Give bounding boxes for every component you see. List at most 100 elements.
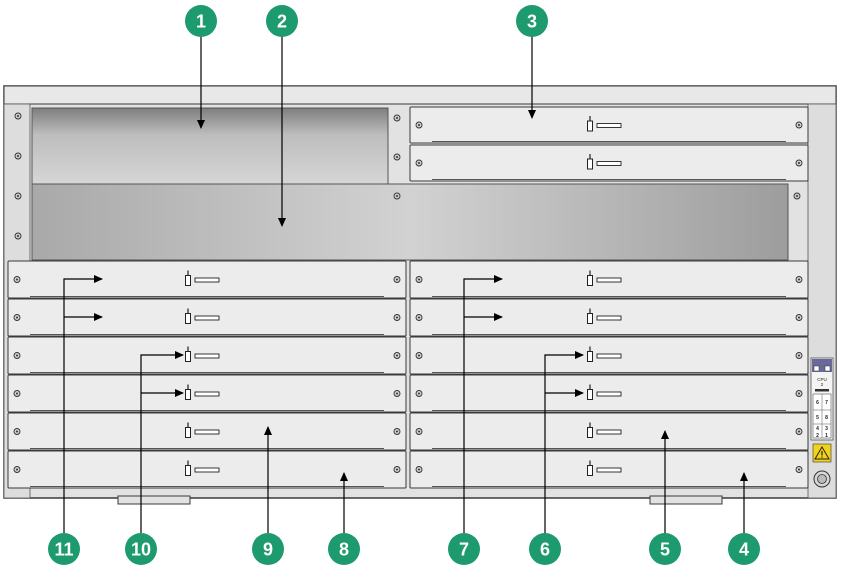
screw-center bbox=[418, 316, 420, 319]
card-slot bbox=[7, 298, 407, 337]
card-slot bbox=[409, 450, 809, 489]
callout-number: 11 bbox=[54, 540, 73, 560]
callout-bottom-11: 11 bbox=[48, 533, 80, 565]
latch-icon bbox=[587, 270, 622, 286]
latch-icon bbox=[587, 422, 622, 438]
screw-center bbox=[396, 195, 398, 197]
card-slot bbox=[7, 336, 407, 375]
screw-center bbox=[418, 162, 420, 164]
screw-center bbox=[798, 392, 800, 395]
screw-center bbox=[798, 468, 800, 471]
panel-slot-label: 2 bbox=[816, 433, 819, 439]
callout-circle bbox=[48, 533, 80, 565]
screw-center bbox=[418, 430, 420, 433]
latch-body bbox=[587, 427, 593, 438]
latch-body bbox=[587, 465, 593, 476]
screw-center bbox=[798, 278, 800, 281]
screw-center bbox=[798, 124, 800, 126]
latch-icon bbox=[185, 384, 220, 400]
panel-slot-label: 6 bbox=[816, 400, 819, 406]
label-slot bbox=[596, 429, 622, 435]
callout-circle bbox=[728, 533, 760, 565]
screw-center bbox=[16, 316, 18, 319]
callout-bottom-5: 5 bbox=[649, 533, 681, 565]
card-slot bbox=[7, 260, 407, 299]
card-slot bbox=[7, 374, 407, 413]
panel-slot-label: 1 bbox=[825, 433, 828, 439]
callout-circle bbox=[516, 5, 548, 37]
callout-number: 4 bbox=[739, 540, 749, 560]
label-slot bbox=[596, 315, 622, 321]
label-slot bbox=[596, 161, 622, 166]
label-slot bbox=[596, 467, 622, 473]
screw-center bbox=[396, 354, 398, 357]
callout-number: 1 bbox=[196, 12, 206, 32]
latch-body bbox=[587, 389, 593, 400]
callout-number: 7 bbox=[459, 540, 469, 560]
screw-center bbox=[396, 156, 398, 158]
callouts: 1 2 3 11 10 9 8 7 6 5 4 bbox=[48, 5, 760, 565]
label-slot bbox=[596, 353, 622, 359]
callout-bottom-6: 6 bbox=[529, 533, 561, 565]
label-slot bbox=[596, 123, 622, 128]
chassis-top-rail bbox=[3, 85, 837, 105]
screw-center bbox=[418, 392, 420, 395]
card-slot bbox=[409, 412, 809, 451]
screw-center bbox=[418, 354, 420, 357]
screw-center bbox=[798, 162, 800, 164]
screw-center bbox=[16, 468, 18, 471]
screw-center bbox=[796, 195, 798, 197]
screw-center bbox=[396, 392, 398, 395]
panel-slot-label: 3 bbox=[825, 426, 828, 432]
latch-body bbox=[587, 351, 593, 362]
card-slot bbox=[409, 106, 809, 144]
latch-icon bbox=[185, 460, 220, 476]
card-slot bbox=[409, 260, 809, 299]
screw-center bbox=[418, 124, 420, 126]
callout-top-3: 3 bbox=[516, 5, 548, 37]
leader-10 bbox=[140, 351, 184, 533]
card-slot bbox=[409, 336, 809, 375]
latch-body bbox=[185, 465, 191, 476]
latch-icon bbox=[185, 308, 220, 324]
card-slot bbox=[409, 298, 809, 337]
latch-body bbox=[185, 351, 191, 362]
leader-6 bbox=[544, 351, 584, 533]
ground-terminal-icon bbox=[813, 470, 831, 488]
latch-icon bbox=[587, 384, 622, 400]
callout-circle bbox=[649, 533, 681, 565]
callout-number: 8 bbox=[339, 540, 349, 560]
screw-center bbox=[396, 278, 398, 281]
callout-bottom-10: 10 bbox=[125, 533, 157, 565]
panel-slot-label: 8 bbox=[825, 415, 828, 421]
callout-number: 2 bbox=[277, 12, 287, 32]
callout-bottom-8: 8 bbox=[328, 533, 360, 565]
callout-circle bbox=[266, 5, 298, 37]
latch-icon bbox=[587, 346, 622, 362]
screw-center bbox=[17, 195, 19, 197]
wide-bay bbox=[31, 183, 789, 261]
label-slot bbox=[596, 277, 622, 283]
label-slot bbox=[194, 277, 220, 283]
callout-circle bbox=[125, 533, 157, 565]
panel-led-b bbox=[824, 365, 831, 372]
card-slots bbox=[7, 106, 809, 489]
screw-center bbox=[798, 354, 800, 357]
panel-label-cpu: CPU bbox=[817, 377, 827, 382]
callout-circle bbox=[328, 533, 360, 565]
latch-body bbox=[185, 275, 191, 286]
top-left-bay bbox=[31, 107, 389, 185]
card-slot bbox=[7, 412, 407, 451]
latch-body bbox=[185, 389, 191, 400]
callout-top-1: 1 bbox=[185, 5, 217, 37]
card-slot bbox=[409, 144, 809, 182]
callout-number: 9 bbox=[263, 540, 273, 560]
label-slot bbox=[194, 429, 220, 435]
latch-icon bbox=[587, 460, 622, 476]
panel-led-a bbox=[813, 365, 820, 372]
callout-bottom-7: 7 bbox=[448, 533, 480, 565]
latch-icon bbox=[185, 270, 220, 286]
label-slot bbox=[194, 467, 220, 473]
callout-circle bbox=[185, 5, 217, 37]
screw-center bbox=[16, 392, 18, 395]
